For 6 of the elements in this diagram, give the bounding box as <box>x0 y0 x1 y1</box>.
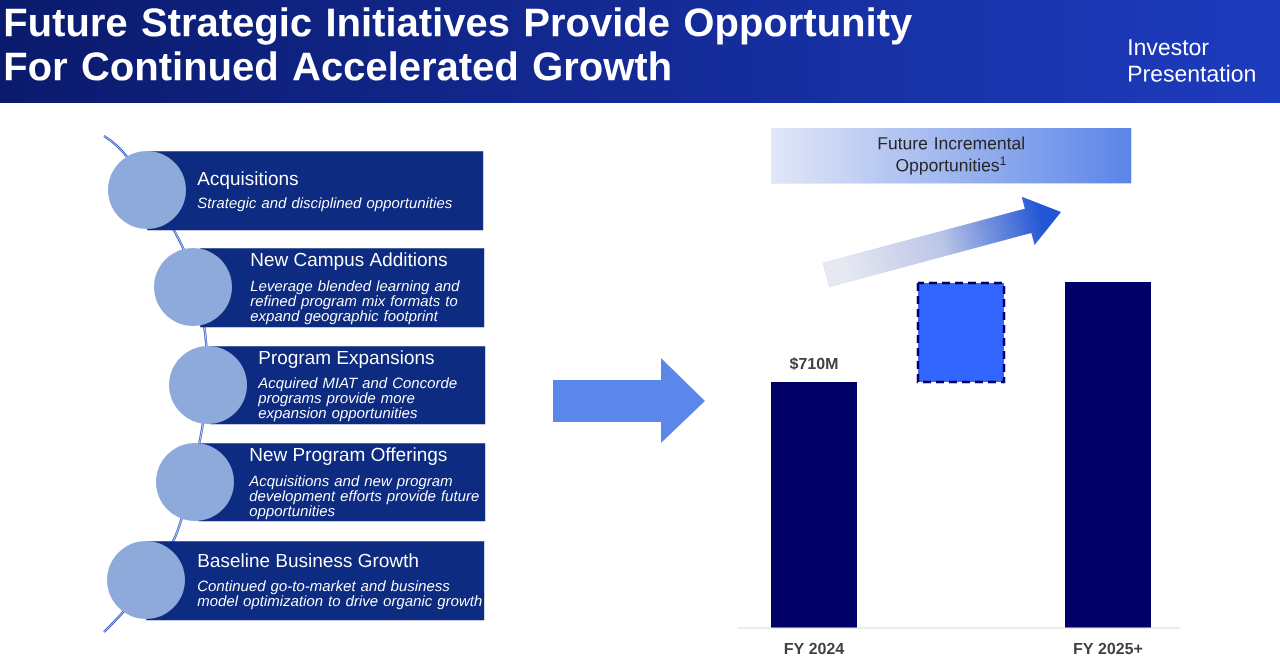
axis-label: FY 2024 <box>784 642 845 655</box>
value-label: $710M <box>789 357 838 371</box>
header-text: Investor Presentation <box>1129 39 1255 82</box>
axis-label: FY 2025+ <box>1074 642 1143 655</box>
banner-text: Future Incremental Opportunities$^{1}$ <box>878 136 1024 175</box>
slide-title: Future Strategic Initiatives Provide Opportunity For Continued Accelerated Growth <box>5 7 912 81</box>
